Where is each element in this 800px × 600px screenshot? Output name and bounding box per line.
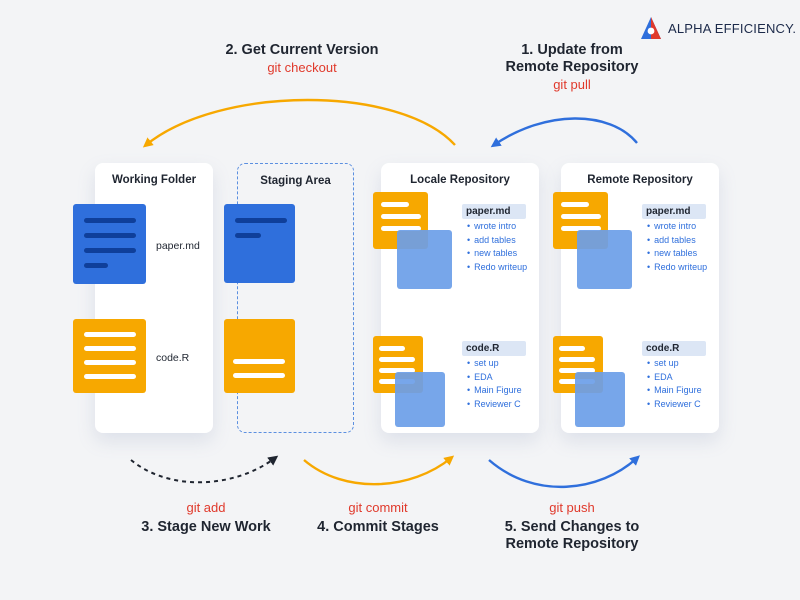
alpha-logo-icon [641,17,661,39]
pull-arrow [490,117,638,148]
staging-area-panel: Staging Area [237,163,354,433]
commit-item: new tables [467,247,527,261]
step-stage-title: 3. Stage New Work [141,519,271,535]
step-checkout-command: git checkout [267,60,337,75]
local-code-commits: set up EDA Main Figure Reviewer C [467,357,522,411]
step-update-command: git pull [553,77,591,92]
working-paper-file-icon [73,204,146,284]
step-commit-title: 4. Commit Stages [317,519,439,535]
commit-item: wrote intro [647,220,707,234]
step-push: git push 5. Send Changes to Remote Repos… [452,500,692,553]
commit-item: Reviewer C [467,398,522,412]
commit-item: Reviewer C [647,398,702,412]
working-paper-label: paper.md [156,240,200,252]
working-code-file-icon [73,319,146,393]
step-stage-command: git add [186,500,226,515]
commit-item: add tables [467,234,527,248]
brand-name: ALPHA EFFICIENCY. [668,20,797,36]
local-code-tag: code.R [462,341,526,356]
commit-item: set up [647,357,702,371]
local-paper-blue-icon [397,230,452,289]
remote-repository-title: Remote Repository [587,174,693,186]
checkout-arrow [142,98,456,148]
commit-item: EDA [467,371,522,385]
step-checkout-title: 2. Get Current Version [225,42,379,58]
step-checkout: 2. Get Current Version git checkout [182,42,422,76]
staging-area-title: Staging Area [260,175,331,187]
step-push-command: git push [549,500,595,515]
step-push-title: 5. Send Changes to Remote Repository [504,519,640,552]
step-update: 1. Update from Remote Repository git pul… [452,42,692,93]
commit-item: set up [467,357,522,371]
commit-item: new tables [647,247,707,261]
local-repository-title: Locale Repository [410,174,510,186]
remote-paper-tag: paper.md [642,204,706,219]
commit-item: Main Figure [467,384,522,398]
staged-code-file-icon [224,319,295,393]
step-commit-command: git commit [348,500,408,515]
local-paper-tag: paper.md [462,204,526,219]
remote-code-tag: code.R [642,341,706,356]
staged-paper-file-icon [224,204,295,283]
commit-item: Redo writeup [647,261,707,275]
local-code-blue-icon [395,372,445,427]
step-commit: git commit 4. Commit Stages [258,500,498,536]
remote-paper-commits: wrote intro add tables new tables Redo w… [647,220,707,274]
step-stage: git add 3. Stage New Work [86,500,326,536]
add-arrow [130,455,279,484]
remote-paper-blue-icon [577,230,632,289]
commit-item: Main Figure [647,384,702,398]
remote-code-commits: set up EDA Main Figure Reviewer C [647,357,702,411]
commit-arrow [303,455,455,486]
commit-item: wrote intro [467,220,527,234]
step-update-title: 1. Update from Remote Repository [505,42,639,75]
working-folder-title: Working Folder [111,174,197,186]
commit-item: EDA [647,371,702,385]
working-code-label: code.R [156,352,190,364]
remote-code-blue-icon [575,372,625,427]
commit-item: add tables [647,234,707,248]
local-paper-commits: wrote intro add tables new tables Redo w… [467,220,527,274]
brand: ALPHA EFFICIENCY. [640,16,796,40]
push-arrow [488,455,640,488]
commit-item: Redo writeup [467,261,527,275]
